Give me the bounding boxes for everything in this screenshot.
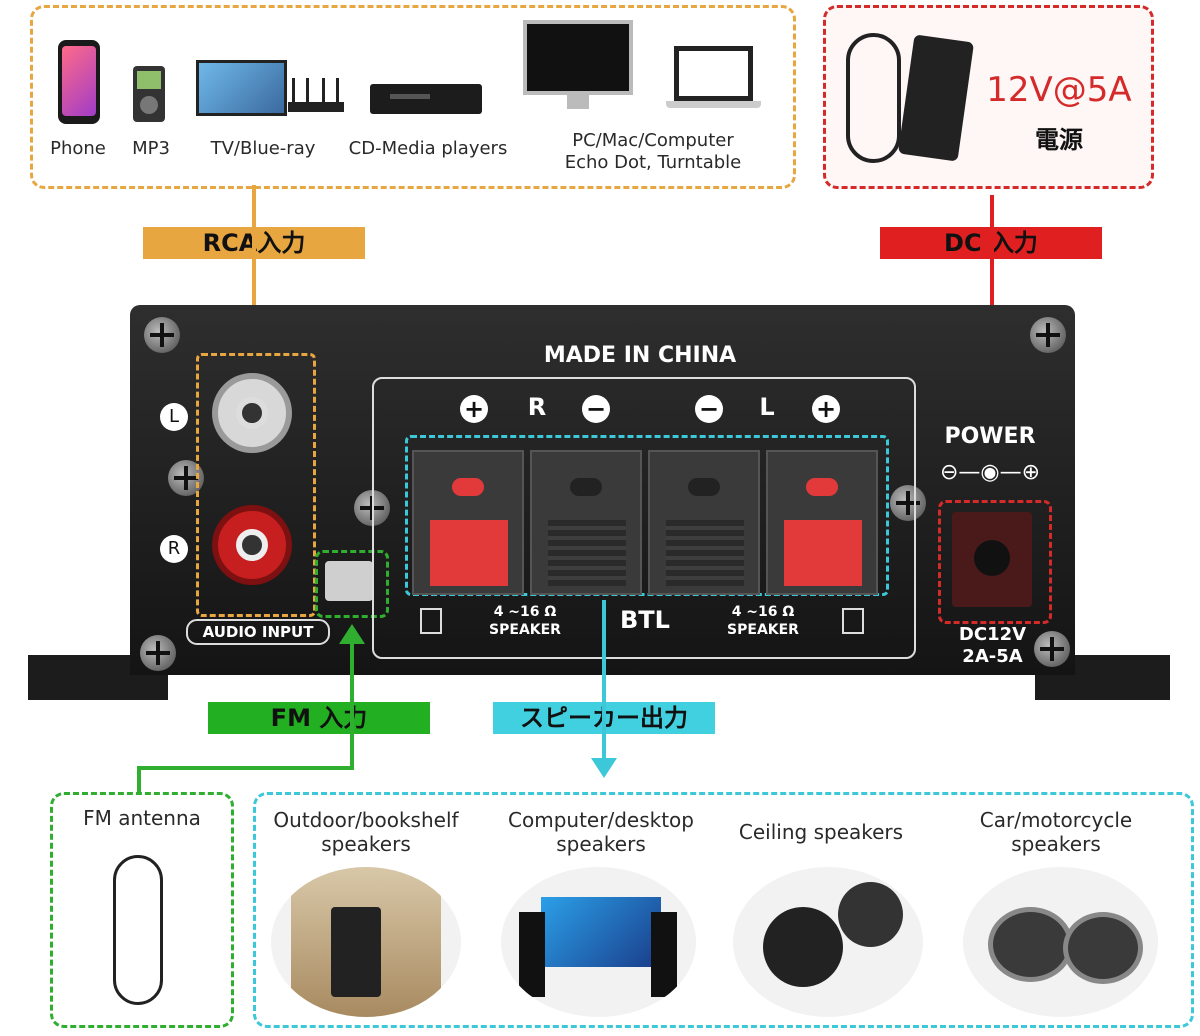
power-supply-label: 電源	[1035, 126, 1083, 154]
fm-arrow-head	[339, 624, 365, 644]
dc-arrow-line	[990, 195, 994, 400]
fm-arrow-line	[350, 640, 354, 770]
speaker-type-4-line1: Car/motorcycle	[979, 808, 1133, 832]
speaker-icon	[842, 608, 864, 634]
ceiling-speaker-image	[733, 867, 923, 1017]
speaker-type-1-line2: speakers	[321, 832, 411, 856]
desktop-speaker-image	[501, 867, 696, 1017]
speaker-type-4-line2: speakers	[1011, 832, 1101, 856]
btl-label: BTL	[620, 606, 670, 634]
speaker-types-box: Outdoor/bookshelf speakers Computer/desk…	[253, 792, 1194, 1028]
source-label-echo: Echo Dot, Turntable	[564, 152, 742, 173]
plus-l-label: +	[812, 395, 840, 423]
phone-icon	[58, 40, 100, 124]
speaker-type-2-line2: speakers	[556, 832, 646, 856]
fm-input-tag: FM 入力	[208, 702, 430, 734]
mp3-player-icon	[133, 66, 165, 122]
fm-antenna-cable-icon	[113, 855, 163, 1005]
laptop-icon	[666, 46, 761, 108]
source-label-phone: Phone	[50, 138, 106, 159]
source-label-cd: CD-Media players	[348, 138, 508, 159]
power-rating: 12V@5A	[986, 70, 1132, 110]
impedance-l-label: 4 ~16 Ω	[731, 604, 795, 620]
speaker-l-label: SPEAKER	[727, 622, 799, 638]
fm-antenna-box: FM antenna	[50, 792, 234, 1028]
input-sources-box: Phone MP3 TV/Blue-ray CD-Media players P…	[30, 5, 796, 189]
speaker-terminal-l-minus[interactable]	[648, 450, 760, 595]
minus-l-label: −	[695, 395, 723, 423]
impedance-r-label: 4 ~16 Ω	[493, 604, 557, 620]
speaker-panel-frame	[372, 377, 916, 659]
channel-left-label: L	[160, 403, 188, 431]
screw-icon	[1034, 631, 1070, 667]
speaker-arrow-line	[602, 600, 606, 760]
l-label: L	[759, 393, 775, 421]
router-icon	[288, 78, 344, 112]
rca-input-highlight	[196, 353, 316, 617]
dc-rating-line2: 2A-5A	[962, 646, 1023, 667]
rca-arrow-line	[252, 185, 256, 325]
dc-jack[interactable]	[952, 512, 1032, 607]
minus-r-label: −	[582, 395, 610, 423]
speaker-terminal-r-minus[interactable]	[530, 450, 642, 595]
channel-right-label: R	[160, 535, 188, 563]
fm-antenna-label: FM antenna	[83, 806, 201, 830]
cd-player-icon	[370, 84, 482, 114]
fm-connector[interactable]	[325, 561, 373, 601]
tv-icon	[196, 60, 287, 116]
speaker-output-highlight	[405, 435, 889, 596]
rca-right-jack[interactable]	[212, 505, 292, 585]
speaker-type-2-line1: Computer/desktop	[508, 808, 694, 832]
dc-rating-line1: DC12V	[958, 624, 1027, 645]
source-label-tv: TV/Blue-ray	[210, 138, 316, 159]
dc-input-highlight	[938, 500, 1052, 624]
made-in-label: MADE IN CHINA	[543, 343, 737, 368]
power-label: POWER	[944, 424, 1036, 449]
screw-icon	[890, 485, 926, 521]
screw-icon	[144, 317, 180, 353]
source-label-computer: PC/Mac/Computer	[572, 130, 734, 151]
speaker-r-label: SPEAKER	[489, 622, 561, 638]
r-label: R	[527, 393, 547, 421]
speaker-type-3-line1: Ceiling speakers	[738, 820, 904, 844]
rca-left-jack[interactable]	[212, 373, 292, 453]
power-adapter-icon	[897, 34, 975, 162]
fm-connector-line-h	[137, 766, 354, 770]
speaker-terminal-r-plus[interactable]	[412, 450, 524, 595]
speaker-icon	[420, 608, 442, 634]
speaker-arrow-head	[591, 758, 617, 778]
screw-icon	[1030, 317, 1066, 353]
polarity-symbol: ⊖—◉—⊕	[939, 460, 1041, 485]
source-label-mp3: MP3	[132, 138, 170, 159]
power-cable-icon	[846, 33, 901, 163]
car-speaker-image	[963, 867, 1158, 1017]
bookshelf-speaker-image	[271, 867, 461, 1017]
power-supply-box: 12V@5A 電源	[823, 5, 1154, 189]
fm-input-highlight	[315, 550, 389, 618]
fm-connector-line-v	[137, 766, 141, 794]
plus-r-label: +	[460, 395, 488, 423]
speaker-type-1-line1: Outdoor/bookshelf	[273, 808, 459, 832]
speaker-terminal-l-plus[interactable]	[766, 450, 878, 595]
computer-icon	[523, 20, 633, 109]
screw-icon	[140, 635, 176, 671]
audio-input-label: AUDIO INPUT	[186, 619, 330, 645]
